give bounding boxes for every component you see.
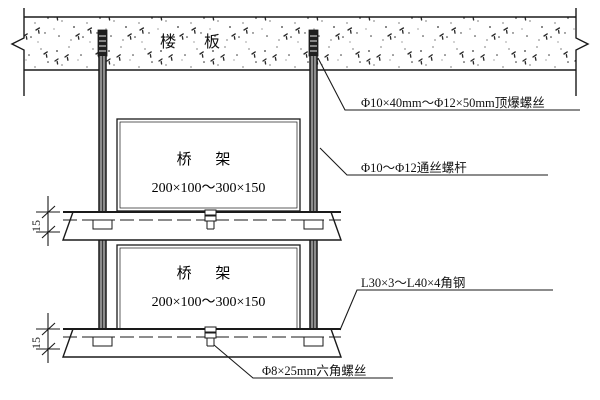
angle-steel-support-upper <box>62 209 342 241</box>
leader-hex-bolt <box>213 344 393 379</box>
cable-tray-lower-text: 桥 架 200×100～300×150 <box>117 262 300 311</box>
hex-bolt-upper <box>204 209 217 230</box>
hex-bolt-lower <box>204 326 217 347</box>
hanger-right <box>308 29 319 344</box>
cable-tray-lower-size: 200×100～300×150 <box>151 295 266 310</box>
slab-label: 楼 板 <box>160 34 233 51</box>
leader-anchor-bolt <box>317 57 580 111</box>
leader-lines <box>213 57 580 379</box>
cable-tray-lower-title: 桥 架 <box>176 266 241 282</box>
dimension-label-lower: 15 <box>29 337 43 349</box>
annotation-angle-steel: L30×3～L40×4角钢 <box>361 276 466 290</box>
annotation-anchor-bolt: Φ10×40mm～Φ12×50mm顶爆螺丝 <box>361 96 545 110</box>
concrete-slab <box>10 8 590 96</box>
cable-tray-upper-title: 桥 架 <box>176 152 241 168</box>
dimension-marks <box>36 196 60 363</box>
cable-tray-lower <box>116 244 301 338</box>
annotation-hex-bolt: Φ8×25mm六角螺丝 <box>262 364 367 378</box>
dimension-mark-upper <box>36 196 60 246</box>
dimension-mark-lower <box>36 313 60 363</box>
annotation-threaded-rod: Φ10～Φ12通丝螺杆 <box>361 161 467 175</box>
cable-tray-upper-size: 200×100～300×150 <box>151 181 266 196</box>
angle-steel-support-lower <box>62 326 342 358</box>
dimension-label-upper: 15 <box>29 220 43 232</box>
leader-threaded-rod <box>319 147 548 176</box>
cable-tray-upper-text: 桥 架 200×100～300×150 <box>117 148 300 197</box>
hanger-left <box>97 29 108 344</box>
leader-angle-steel <box>339 289 553 331</box>
